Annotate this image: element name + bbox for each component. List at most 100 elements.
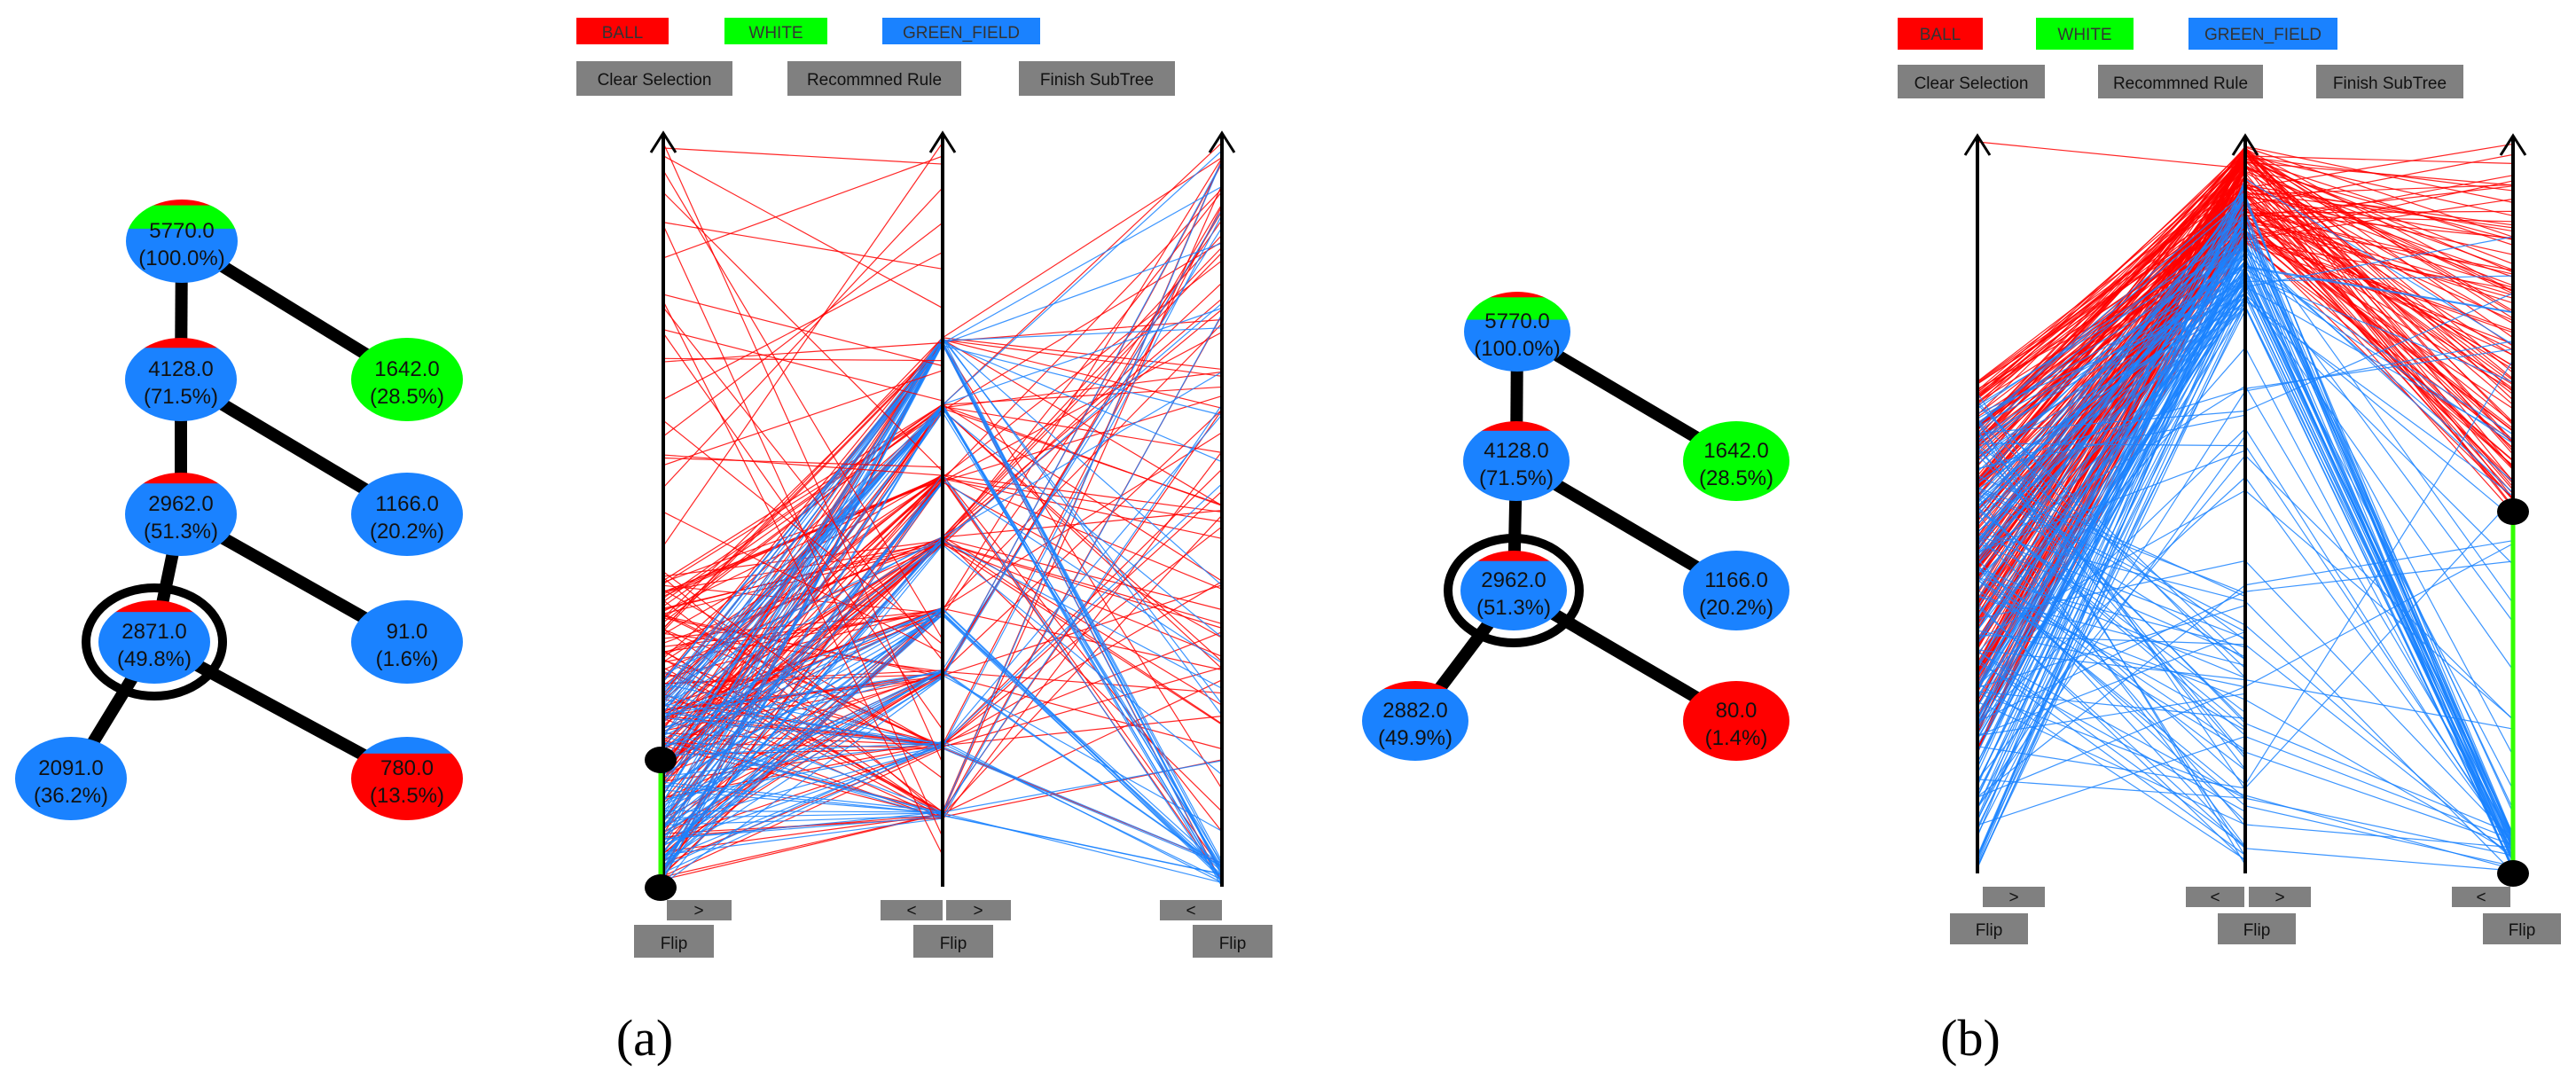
record-line [942, 670, 1223, 694]
tree-node[interactable]: 2091.0(36.2%) [15, 737, 127, 821]
tree-node[interactable]: 1166.0(20.2%) [351, 473, 463, 557]
tree-node[interactable]: 4128.0(71.5%) [125, 338, 237, 422]
record-line [1977, 286, 2246, 630]
record-line [942, 327, 1223, 341]
tree-node[interactable]: 5770.0(100.0%) [1464, 292, 1570, 372]
finish-subtree-label: Finish SubTree [2333, 74, 2447, 93]
axis-1-next-button[interactable]: > [1983, 887, 2045, 907]
flip-label: Flip [661, 935, 688, 953]
record-line [662, 674, 943, 806]
selection-brush-b[interactable] [2497, 498, 2529, 887]
record-line [2244, 624, 2514, 860]
brush-handle-top[interactable] [645, 747, 677, 773]
record-line [1977, 273, 2246, 491]
node-percentage: (20.2%) [370, 520, 444, 544]
tree-node[interactable]: 91.0(1.6%) [351, 600, 463, 685]
node-count: 5770.0 [1484, 309, 1549, 333]
axis-1-flip-button[interactable]: Flip [634, 925, 714, 958]
legend-item-ball[interactable]: BALL [576, 18, 669, 44]
node-percentage: (49.9%) [1378, 726, 1452, 750]
tree-node[interactable]: 1642.0(28.5%) [351, 338, 463, 422]
node-class-fill-green-field [15, 737, 127, 820]
record-line [1977, 228, 2246, 473]
tree-node[interactable]: 1166.0(20.2%) [1683, 551, 1789, 631]
legend-swatch-white [2036, 18, 2134, 50]
tree-node[interactable]: 2882.0(49.9%) [1362, 681, 1468, 762]
record-line [1977, 300, 2246, 857]
axis-2-flip-button[interactable]: Flip [913, 925, 993, 958]
tree-node[interactable]: 2871.0(49.8%) [82, 583, 227, 701]
record-line [1977, 290, 2246, 739]
recommend-rule-button[interactable]: Recommned Rule [2098, 65, 2263, 98]
record-line [942, 395, 1223, 482]
record-line [1977, 507, 2246, 729]
record-line [2244, 270, 2514, 864]
record-line [1977, 184, 2246, 601]
legend-item-ball[interactable]: BALL [1898, 18, 1983, 50]
axis-3-flip-button[interactable]: Flip [2483, 913, 2561, 944]
record-line [2244, 600, 2514, 873]
axis-3-flip-button[interactable]: Flip [1193, 925, 1272, 958]
finish-subtree-button[interactable]: Finish SubTree [1019, 61, 1175, 96]
axis-2-next-button[interactable]: > [946, 900, 1011, 920]
axis-2-prev-button[interactable]: < [881, 900, 943, 920]
record-line [662, 345, 943, 683]
brush-handle-bottom[interactable] [645, 874, 677, 901]
tree-node[interactable]: 2962.0(51.3%) [1444, 534, 1584, 647]
axis-1-flip-button[interactable]: Flip [1950, 913, 2028, 944]
record-line [1977, 160, 2246, 431]
flip-label: Flip [1976, 921, 2003, 940]
legend-item-green-field[interactable]: GREEN_FIELD [2188, 18, 2337, 50]
tree-node[interactable]: 4128.0(71.5%) [1463, 421, 1570, 502]
record-line [2244, 176, 2514, 405]
record-line [2244, 239, 2514, 466]
legend-item-green-field[interactable]: GREEN_FIELD [882, 18, 1040, 44]
record-line [1977, 662, 2246, 812]
tree-node[interactable]: 2962.0(51.3%) [125, 473, 237, 557]
record-line [942, 544, 1223, 657]
legend-item-white[interactable]: WHITE [724, 18, 827, 44]
recommend-rule-button[interactable]: Recommned Rule [787, 61, 961, 96]
record-line [1977, 240, 2246, 783]
axis-3-prev-button[interactable]: < [2452, 887, 2510, 907]
tree-node[interactable]: 5770.0(100.0%) [126, 200, 238, 284]
record-line [2244, 274, 2514, 383]
record-line [1977, 307, 2246, 580]
node-count: 4128.0 [148, 357, 213, 381]
record-line [662, 344, 943, 714]
record-line [942, 345, 1223, 416]
tree-node[interactable]: 80.0(1.4%) [1683, 681, 1789, 762]
parallel-coordinates-a: > Flip < > Flip < [634, 130, 1272, 958]
legend-item-white[interactable]: WHITE [2036, 18, 2134, 50]
tree-node[interactable]: 1642.0(28.5%) [1683, 421, 1789, 502]
selection-brush-a[interactable] [645, 747, 677, 901]
record-line [1977, 735, 2246, 826]
record-line [662, 607, 943, 715]
prev-label: < [2476, 888, 2486, 907]
clear-selection-button[interactable]: Clear Selection [576, 61, 732, 96]
caption-a: (a) [616, 1009, 673, 1067]
axis-2-prev-button[interactable]: < [2186, 887, 2244, 907]
axis-2-next-button[interactable]: > [2249, 887, 2311, 907]
record-line [662, 607, 943, 851]
record-line [2244, 164, 2514, 347]
clear-selection-button[interactable]: Clear Selection [1898, 65, 2045, 98]
brush-handle-top[interactable] [2497, 498, 2529, 525]
record-line [2244, 277, 2514, 790]
record-line [1977, 493, 2246, 661]
axis-2-flip-button[interactable]: Flip [2218, 913, 2296, 944]
finish-subtree-button[interactable]: Finish SubTree [2316, 65, 2463, 98]
record-line [2244, 679, 2514, 730]
brush-handle-bottom[interactable] [2497, 860, 2529, 887]
record-line [1977, 309, 2246, 835]
flip-label: Flip [940, 935, 967, 953]
node-class-fill-green-field [125, 483, 237, 556]
axis-3-prev-button[interactable]: < [1160, 900, 1222, 920]
record-line [1977, 693, 2246, 737]
axis-1-next-button[interactable]: > [667, 900, 732, 920]
record-line [2244, 188, 2514, 226]
prev-label: < [906, 902, 916, 920]
tree-node[interactable]: 780.0(13.5%) [351, 737, 463, 821]
arrow-up-icon [1963, 133, 1992, 156]
record-line [942, 409, 1223, 673]
